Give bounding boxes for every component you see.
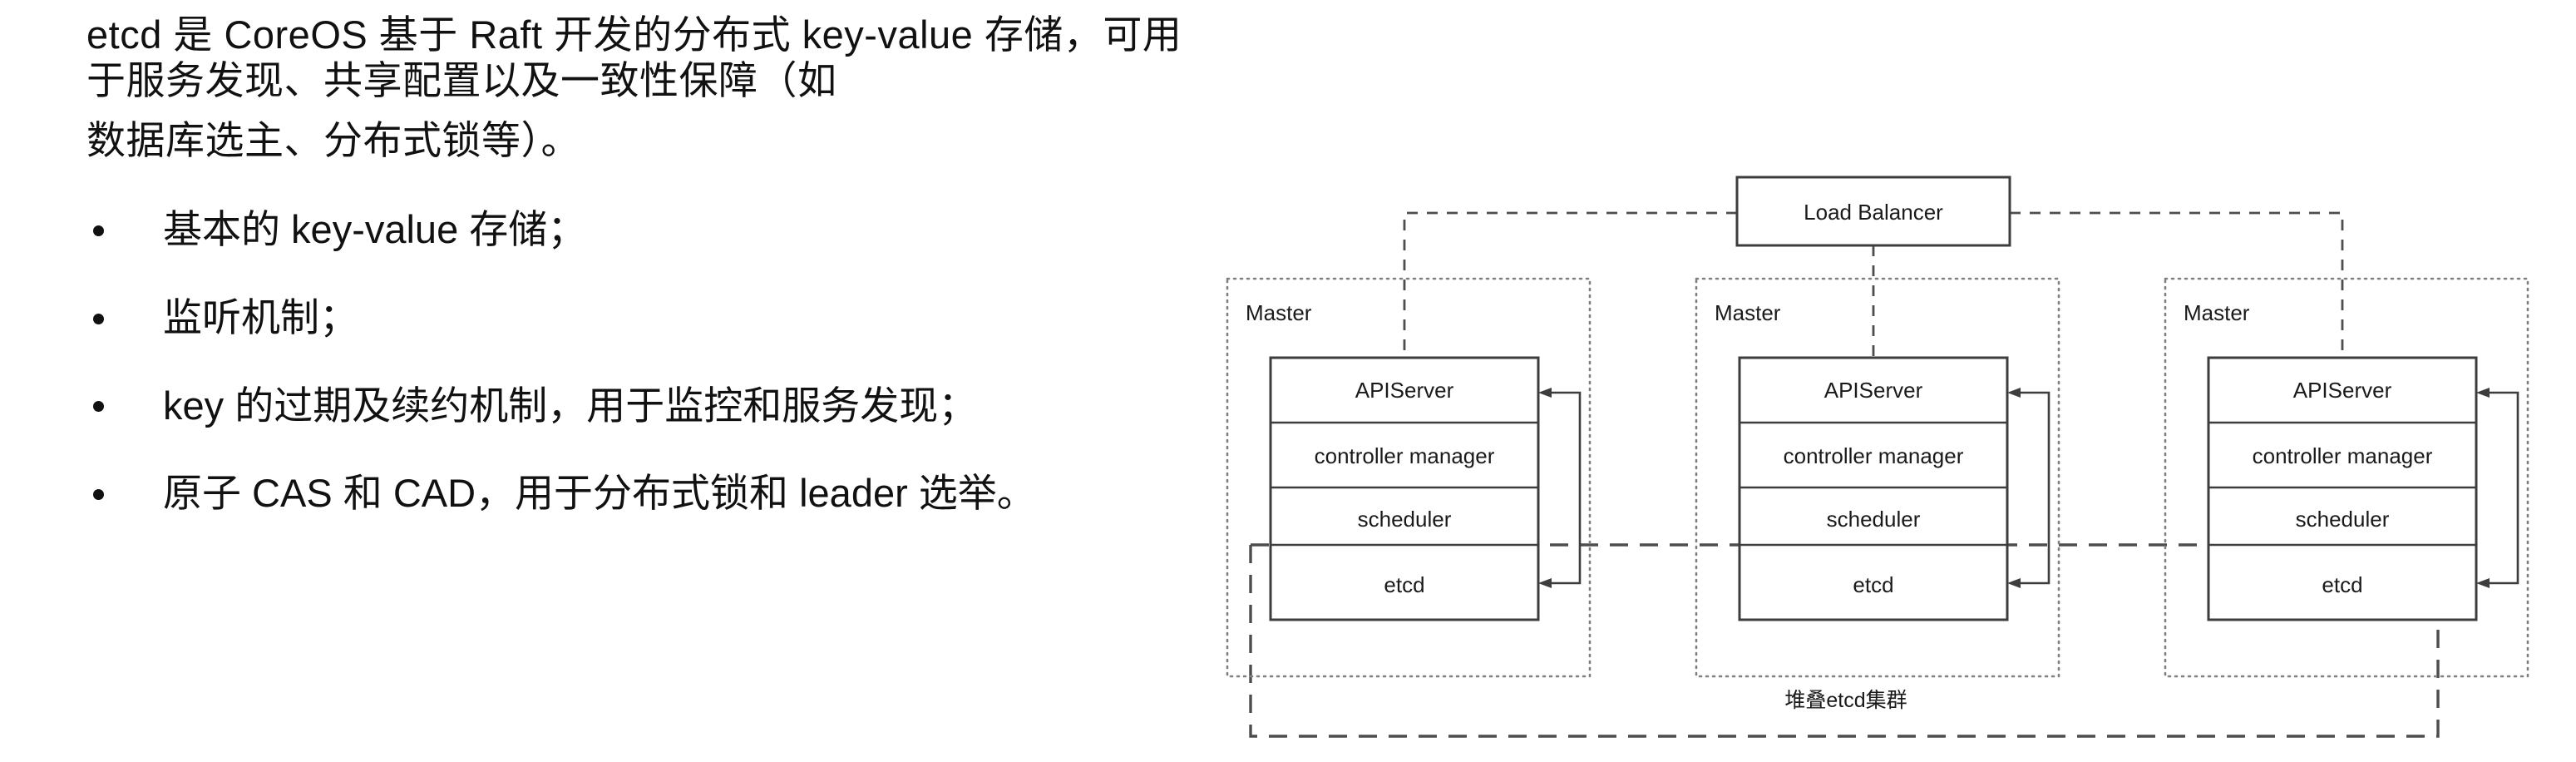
component-label-apiserver-3: APIServer <box>2293 378 2392 403</box>
arrowhead-into-apiserver-2 <box>2007 388 2021 398</box>
arrowhead-into-apiserver-1 <box>1538 388 1552 398</box>
apiserver-etcd-connector-3 <box>2483 391 2519 585</box>
master-group-1: Master APIServer controller manager sche… <box>1226 277 1591 678</box>
component-label-controller-manager-2: controller manager <box>1784 443 1964 468</box>
list-item: 原子 CAS 和 CAD，用于分布式锁和 leader 选举。 <box>86 472 1217 515</box>
lb-link-master-1 <box>1403 211 1737 358</box>
component-stack-3 <box>2207 356 2478 621</box>
master-boundary-1 <box>1226 277 1591 678</box>
master-group-2: Master APIServer controller manager sche… <box>1695 277 2060 678</box>
bullet-dot-icon <box>93 401 104 413</box>
list-item: 监听机制； <box>86 296 1217 339</box>
text-column: etcd 是 CoreOS 基于 Raft 开发的分布式 key-value 存… <box>86 0 1217 515</box>
list-item-label: 监听机制； <box>163 295 358 340</box>
arrowhead-into-apiserver-3 <box>2476 388 2490 398</box>
bullet-dot-icon <box>93 489 104 501</box>
feature-list: 基本的 key-value 存储； 监听机制； key 的过期及续约机制，用于监… <box>86 208 1217 515</box>
master-title-2: Master <box>1715 300 1781 325</box>
list-item-label: 基本的 key-value 存储； <box>163 207 587 252</box>
component-label-controller-manager-1: controller manager <box>1315 443 1495 468</box>
master-boundary-3 <box>2164 277 2529 678</box>
arrowhead-into-etcd-1 <box>1538 578 1552 588</box>
intro-paragraph-line-1: etcd 是 CoreOS 基于 Raft 开发的分布式 key-value 存… <box>86 12 1182 103</box>
intro-paragraph-line-2: 数据库选主、分布式锁等）。 <box>86 117 580 162</box>
bullet-dot-icon <box>93 225 104 237</box>
load-balancer-label: Load Balancer <box>1804 200 1943 225</box>
apiserver-etcd-connector-2 <box>2014 391 2050 585</box>
component-stack-1 <box>1269 356 1540 621</box>
intro-paragraph: etcd 是 CoreOS 基于 Raft 开发的分布式 key-value 存… <box>86 0 1217 163</box>
list-item: 基本的 key-value 存储； <box>86 208 1217 251</box>
master-group-3: Master APIServer controller manager sche… <box>2164 277 2529 678</box>
load-balancer-links <box>1403 211 2344 358</box>
master-title-1: Master <box>1246 300 1312 325</box>
component-label-scheduler-1: scheduler <box>1358 507 1452 532</box>
etcd-cluster-caption: 堆叠etcd集群 <box>1784 689 1907 712</box>
etcd-cluster-boundary <box>1249 545 2440 738</box>
component-label-apiserver-2: APIServer <box>1824 378 1923 403</box>
component-stack-2 <box>1738 356 2009 621</box>
bullet-dot-icon <box>93 313 104 324</box>
component-label-etcd-1: etcd <box>1384 572 1424 597</box>
component-label-scheduler-2: scheduler <box>1827 507 1921 532</box>
lb-link-master-3 <box>2010 211 2344 358</box>
apiserver-etcd-connector-1 <box>1545 391 1582 585</box>
load-balancer-node[interactable]: Load Balancer <box>1735 176 2011 247</box>
arrowhead-into-etcd-2 <box>2007 578 2021 588</box>
component-label-etcd-3: etcd <box>2322 572 2362 597</box>
list-item: key 的过期及续约机制，用于监控和服务发现； <box>86 383 1217 428</box>
master-boundary-2 <box>1695 277 2060 678</box>
list-item-label: key 的过期及续约机制，用于监控和服务发现； <box>163 383 978 428</box>
component-label-scheduler-3: scheduler <box>2296 507 2390 532</box>
list-item-label: 原子 CAS 和 CAD，用于分布式锁和 leader 选举。 <box>163 471 1036 516</box>
diagram-canvas: Master APIServer controller manager sche… <box>1226 176 2529 738</box>
component-label-apiserver-1: APIServer <box>1355 378 1454 403</box>
master-title-3: Master <box>2184 300 2250 325</box>
arrowhead-into-etcd-3 <box>2476 578 2490 588</box>
k8s-stacked-etcd-diagram: Master APIServer controller manager sche… <box>1197 154 2576 762</box>
load-balancer-box[interactable] <box>1735 176 2011 247</box>
component-label-controller-manager-3: controller manager <box>2253 443 2433 468</box>
component-label-etcd-2: etcd <box>1853 572 1893 597</box>
